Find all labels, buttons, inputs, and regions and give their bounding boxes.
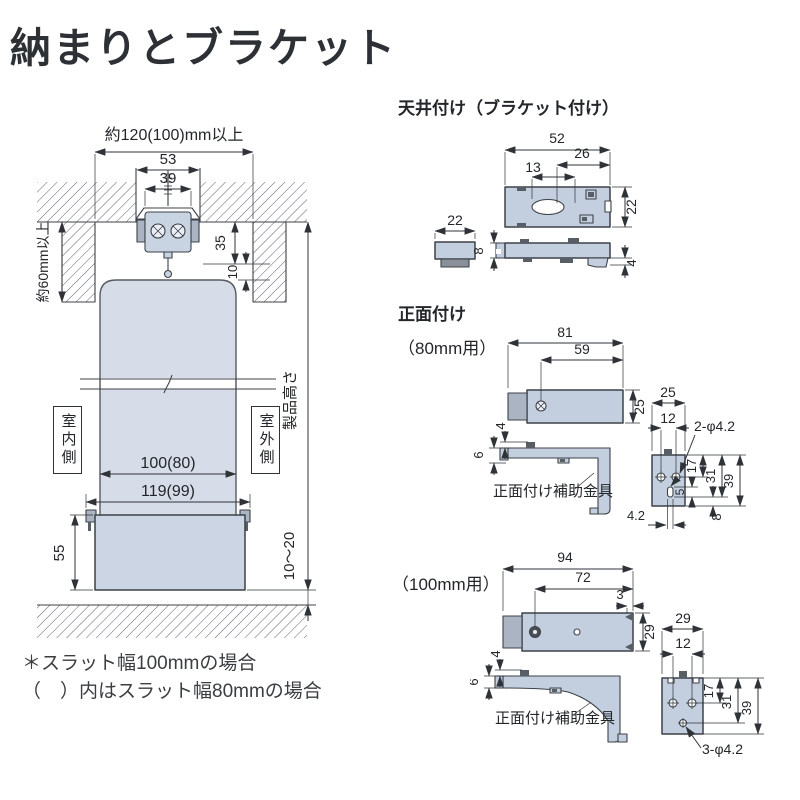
dim-plate-height: 39 [721,474,736,488]
dim-plate-width: 25 [660,384,676,400]
dim-tab-height: 4 [493,422,508,429]
dim-bracket-height: 35 [212,235,228,251]
dim-recess-width: 53 [160,151,177,168]
dimensions: 52 26 13 22 22 8 4 [434,130,639,278]
front-bracket-80-drawing: 81 59 25 4 6 正面付け補助金具 25 12 [471,324,746,529]
dim-slat-width: 100(80) [140,455,195,472]
dimensions: 81 59 25 4 6 正面付け補助金具 25 12 [471,324,746,529]
footnote-2: （ ）内はスラット幅80mmの場合 [22,681,322,702]
dim-rail-width: 119(99) [141,483,195,500]
pin-hole [573,628,581,636]
dim-top-clearance: 約120(100)mm以上 [105,126,244,144]
bracket-plan-view [504,186,612,228]
installation-section-diagram: 約120(100)mm以上 53 39 35 10 約60mm以上 100(80… [35,126,316,638]
dim-hole-depth: 17 [684,459,699,473]
dim-plate-width: 29 [675,610,691,626]
dim-plate-height: 39 [739,701,754,715]
dim-total-length: 81 [557,324,573,340]
dim-body-height: 6 [471,451,486,458]
dim-bottom-offset: 8 [709,513,724,520]
ceiling-mount-heading: 天井付け（ブラケット付け） [398,99,619,118]
bracket-side-view [499,442,611,515]
dim-body-depth: 29 [641,624,657,640]
ceiling-bracket [135,207,201,279]
phillips-screw [170,223,186,239]
front-mount-heading: 正面付け [398,305,466,324]
dim-body-height: 6 [470,678,481,685]
dimensions: 94 72 3 29 4 6 正面付け補助金具 29 [470,551,764,757]
dim-body-depth: 25 [631,399,647,415]
dim-hole2-depth: 31 [719,695,734,709]
outdoor-side-label: 室外側 [251,406,280,474]
bracket-end-view [434,241,476,268]
footnote-1: ＊スラット幅100mmの場合 [22,653,257,674]
screw-hole [667,697,679,709]
dim-screw-offset: 72 [575,569,591,585]
dim-tab-height: 4 [488,650,503,657]
dim-slot-depth: 31 [703,469,718,483]
dim-screw-offset: 59 [574,341,590,357]
dim-bracket-width: 39 [160,170,177,187]
dim-body-height: 8 [471,247,486,254]
bracket-side-view [495,238,611,268]
floor-structure [37,604,316,638]
dim-plan-width: 52 [549,130,565,146]
slot-hole [531,198,565,216]
dim-plan-depth: 22 [623,199,639,215]
dim-hole-offset: 26 [574,145,590,161]
dimensions: 約120(100)mm以上 53 39 35 10 約60mm以上 100(80… [35,126,316,621]
dim-total-length: 94 [557,551,573,565]
slot-hole [666,486,674,498]
dim-end-width: 22 [447,212,463,228]
dim-headrail-gap: 10 [225,265,240,279]
bracket-side-view [494,670,628,743]
aux-bracket-label: 正面付け補助金具 [495,710,615,727]
dim-notch: 3 [616,587,623,602]
front-mount-80-sub: （80mm用） [398,339,497,358]
indoor-side-label: 室内側 [53,406,82,474]
dim-slot-length: 5 [673,488,687,495]
dim-hole-pitch: 12 [660,410,676,426]
dim-slot-offset: 13 [525,159,541,175]
dim-slot-width: 4.2 [627,508,645,523]
dim-hole-depth: 17 [701,684,716,698]
dim-holes-label: 3-φ4.2 [702,741,743,757]
front-mount-100-sub: （100mm用） [392,575,500,594]
screw-hole [678,718,688,728]
screw-hole [655,471,667,483]
ceiling-bracket-drawing: 52 26 13 22 22 8 4 [434,130,639,278]
page-title: 納まりとブラケット [10,25,397,71]
blind-body [80,279,276,528]
bracket-top-view [507,389,624,424]
screw-hole [686,697,698,709]
dim-side-clearance: 約60mm以上 [35,222,51,303]
dim-rail-height: 55 [51,545,68,562]
dim-hole-pitch: 12 [675,635,691,651]
bottom-rail [85,509,251,591]
aux-bracket-label: 正面付け補助金具 [493,483,613,500]
phillips-screw [150,223,166,239]
front-bracket-100-drawing: 94 72 3 29 4 6 正面付け補助金具 29 [470,551,764,757]
dim-floor-gap: 10～20 [281,532,298,580]
bracket-top-view [502,612,634,652]
dim-holes-label: 2-φ4.2 [694,418,735,434]
bracket-end-view [661,671,764,735]
dim-hook-height: 4 [624,259,639,266]
dim-product-height: 製品高さ [282,370,299,430]
